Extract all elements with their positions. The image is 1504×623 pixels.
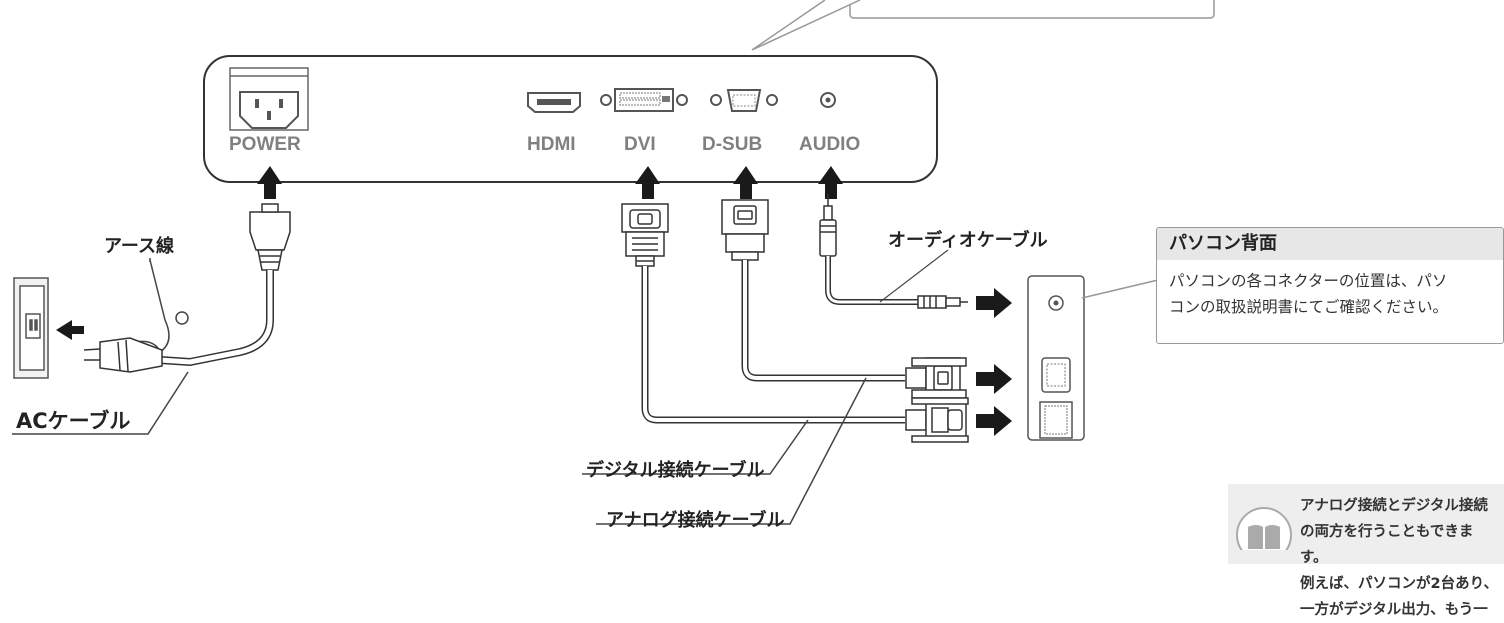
earth-wire-label: アース線 [104, 236, 175, 257]
dvi-plug [621, 203, 669, 267]
audio-label: AUDIO [799, 134, 861, 155]
note-line-1: アナログ接続とデジタル接続の両方を行うこともできます。 [1300, 498, 1488, 566]
dvi-label: DVI [624, 134, 656, 155]
connection-diagram [12, 0, 1215, 525]
audio-plug [819, 194, 837, 257]
dsub-label: D-SUB [702, 134, 763, 155]
hdmi-port-icon [527, 92, 581, 113]
note-text: アナログ接続とデジタル接続の両方を行うこともできます。 例えば、パソコンが2台あ… [1300, 493, 1500, 623]
pc-callout-line-2: コンの取扱説明書にてご確認ください。 [1169, 298, 1449, 316]
dvi-port-icon [600, 88, 688, 112]
pc-back-panel [1027, 275, 1085, 441]
hdmi-label: HDMI [527, 134, 576, 155]
power-label: POWER [229, 134, 301, 155]
analog-cable-label: アナログ接続ケーブル [606, 510, 785, 531]
ac-plug-wall [83, 337, 163, 373]
dsub-port-icon [710, 89, 778, 112]
arrow-icon [257, 166, 843, 199]
book-icon [1236, 507, 1292, 550]
audio-jack-icon [820, 92, 836, 108]
pc-callout-title: パソコン背面 [1157, 228, 1503, 260]
digital-cable-label: デジタル接続ケーブル [586, 460, 765, 481]
power-inlet-icon [229, 67, 309, 131]
pc-back-callout: パソコン背面 パソコンの各コネクターの位置は、パソ コンの取扱説明書にてご確認く… [1156, 227, 1504, 344]
wall-outlet-icon [13, 277, 49, 379]
dsub-plug [721, 199, 769, 261]
pc-callout-line-1: パソコンの各コネクターの位置は、パソ [1169, 272, 1448, 290]
note-line-2: 例えば、パソコンが2台あり、一方がデジタル出力、もう一 [1300, 576, 1499, 618]
ac-plug-monitor [249, 203, 291, 271]
audio-cable-label: オーディオケーブル [888, 230, 1048, 251]
monitor-back-panel [203, 55, 938, 183]
ac-cable-label: ACケーブル [16, 409, 131, 433]
